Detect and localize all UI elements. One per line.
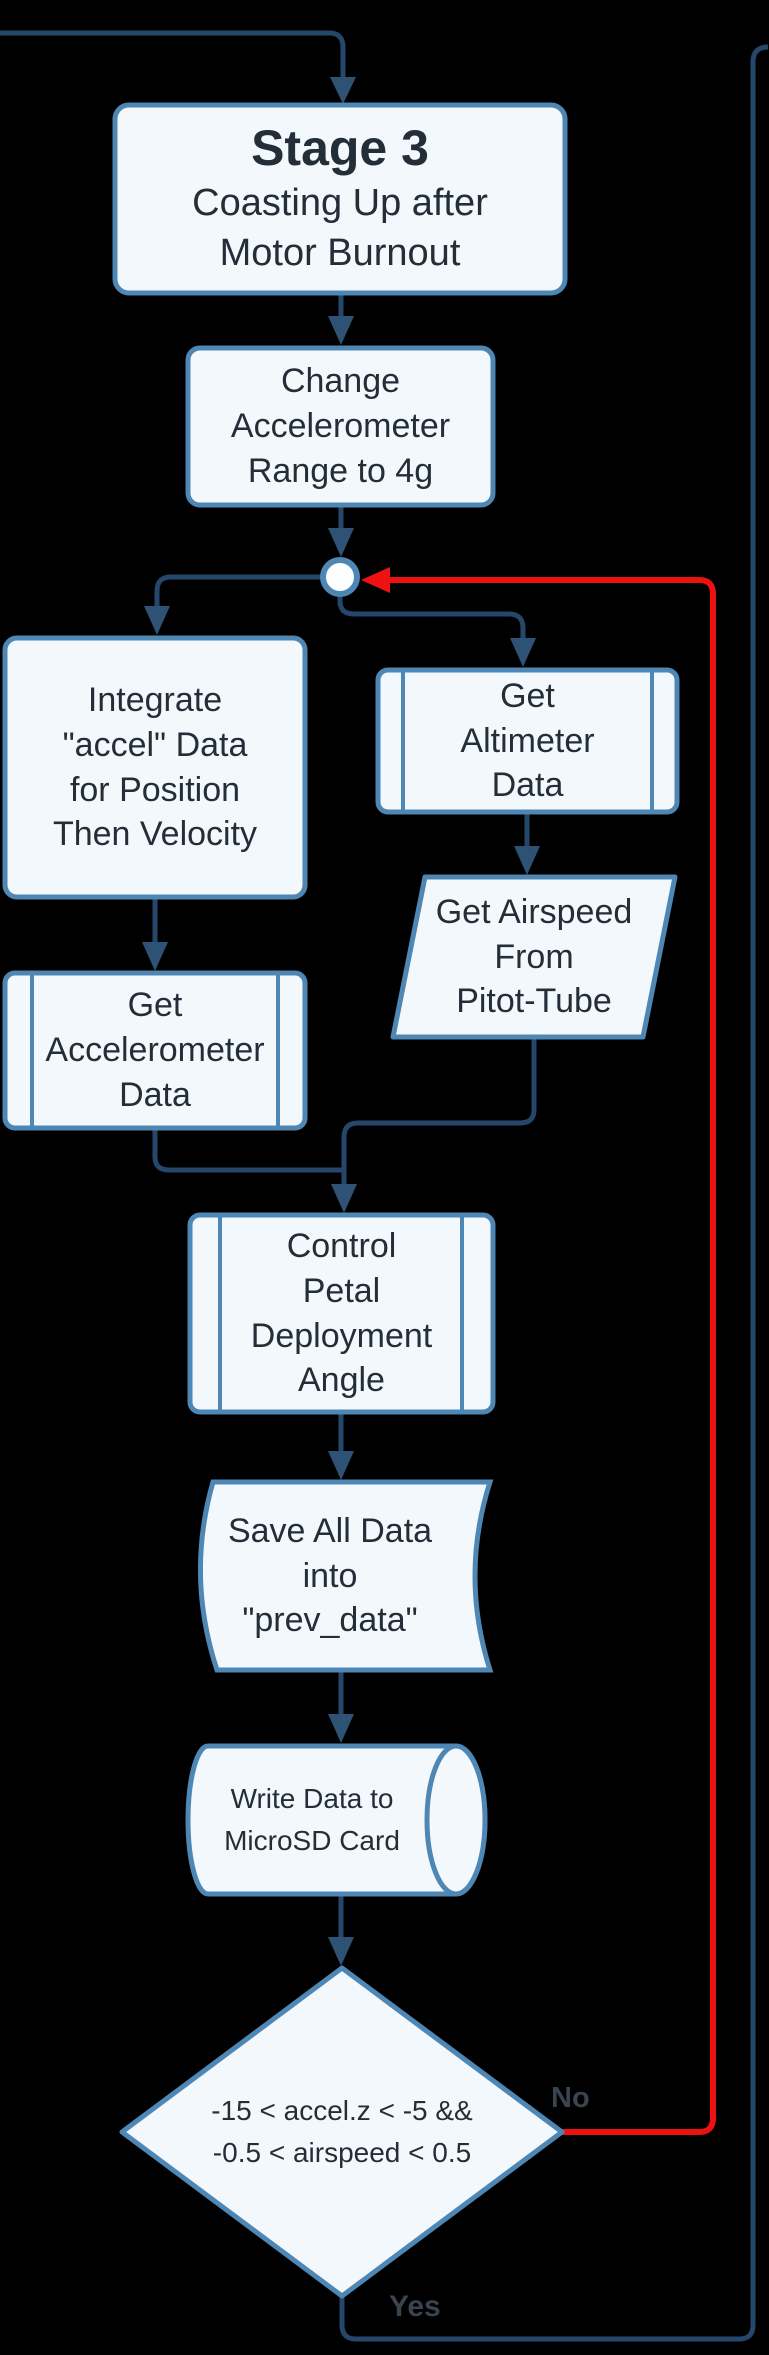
entry-connector (0, 30, 346, 77)
arrowhead (144, 606, 170, 635)
get-airspeed-parallelogram (390, 874, 678, 1040)
control-petal-label: Control Petal Deployment Angle (250, 1226, 433, 1400)
integrate-label: Integrate "accel" Data for Position Then… (52, 680, 258, 854)
change-range-label: Change Accelerometer Range to 4g (230, 362, 451, 490)
edge-label-no: No (551, 2082, 590, 2114)
junction-to-integrate-connector (154, 574, 322, 606)
arrowhead (331, 1184, 357, 1213)
stage3-box (112, 102, 568, 296)
save-prev-label: Save All Data into "prev_data" (227, 1511, 433, 1640)
yes-connector (339, 44, 769, 2342)
arrowhead (142, 942, 168, 971)
arrowhead (328, 316, 354, 345)
stage-subtitle: Coasting Up after Motor Burnout (192, 181, 488, 274)
arrowhead (514, 846, 540, 875)
arrowhead (510, 638, 536, 667)
get-accelerometer-box (2, 970, 308, 1131)
subroutine-inner-lines (218, 1215, 464, 1412)
write-sd-label: Write Data to MicroSD Card (224, 1783, 400, 1856)
decision-label: -15 < accel.z < -5 && -0.5 < airspeed < … (211, 2095, 473, 2168)
airspeed-to-control-connector (341, 1037, 537, 1184)
arrowhead (328, 1714, 354, 1743)
loop-junction-circle (320, 557, 360, 597)
subroutine-inner-lines (401, 670, 654, 812)
get-airspeed-label: Get Airspeed From Pitot-Tube (435, 892, 633, 1021)
subroutine-inner-lines (30, 973, 280, 1128)
arrowhead (328, 528, 354, 557)
decision-diamond (119, 1965, 565, 2299)
change-range-box (185, 345, 496, 508)
save-prev-tape-shape (198, 1479, 494, 1673)
junction-to-altimeter-connector (337, 595, 526, 638)
no-loop-arrowhead (361, 567, 390, 593)
write-sd-cylinder-cap (424, 1743, 488, 1897)
accel-to-join-connector (152, 1128, 344, 1173)
get-altimeter-box (375, 667, 680, 815)
integrate-box (2, 635, 308, 900)
get-altimeter-label: Get Altimeter Data (460, 676, 595, 805)
arrowhead (328, 1937, 354, 1966)
stage-title: Stage 3 (251, 120, 429, 177)
arrowhead (328, 1451, 354, 1480)
stage3-terminator: Stage 3 Coasting Up after Motor Burnout (115, 105, 565, 293)
control-petal-box (187, 1212, 496, 1415)
get-accelerometer-label: Get Accelerometer Data (45, 986, 265, 1114)
no-loop-connector (390, 577, 716, 2135)
edge-label-yes: Yes (389, 2290, 441, 2323)
arrowhead (330, 77, 356, 104)
